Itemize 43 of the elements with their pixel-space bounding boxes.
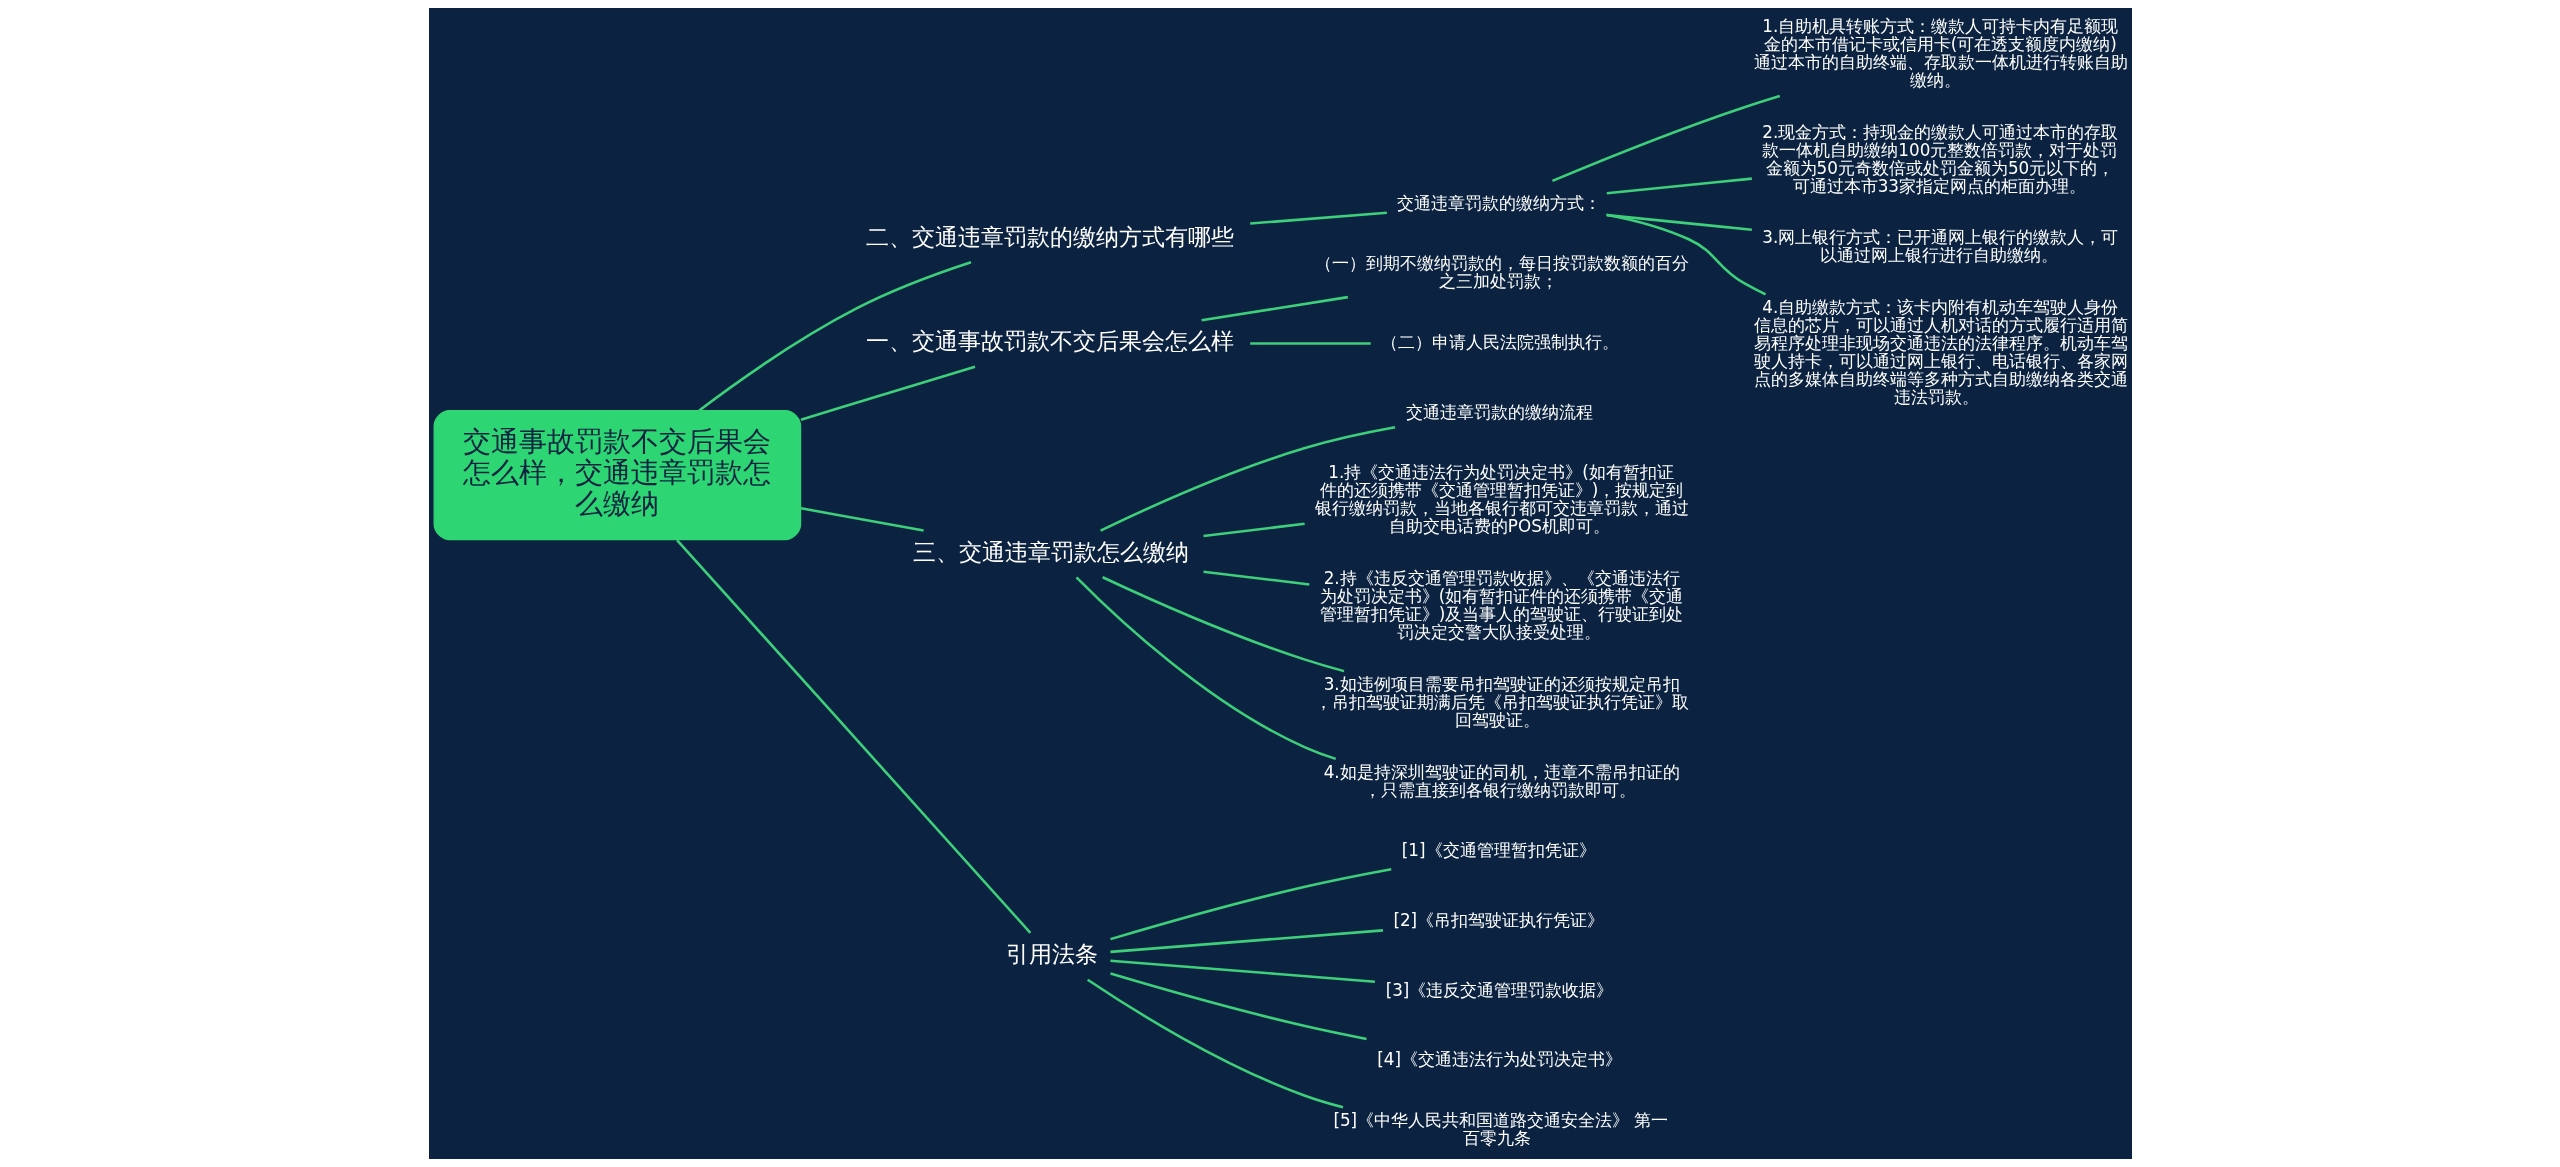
node-text: 二、交通违章罚款的缴纳方式有哪些: [865, 222, 1234, 250]
node-text: [5]《中华人民共和国道路交通安全法》 第一百零九条: [1332, 1109, 1668, 1148]
connector: [1109, 929, 1383, 954]
connector: [800, 507, 924, 532]
connector: [1200, 295, 1348, 322]
connector: [1202, 522, 1305, 538]
node-text: 2.持《违反交通管理罚款收据》、《交通违法行为处罚决定书》(如有暂扣证件的还须携带《交通管理暂扣凭证》)及当事人的驾驶证、行驶证到处罚决定交警大队接受处理。: [1319, 568, 1683, 643]
connector: [1605, 213, 1766, 296]
connector: [1101, 576, 1344, 673]
node-text: 3.网上银行方式：已开通网上银行的缴款人，可以通过网上银行进行自助缴纳。: [1761, 227, 2118, 266]
node-text: 交通违章罚款的缴纳方式：: [1396, 192, 1601, 213]
connector: [1099, 426, 1395, 532]
connector: [697, 261, 971, 412]
node-text: 1.持《交通违法行为处罚决定书》(如有暂扣证件的还须携带《交通管理暂扣凭证》)，按规定到银行缴纳罚款，当地各银行都可交违章罚款，通过自助交电话费的POS机即可。: [1314, 462, 1689, 537]
node-text: 2.现金方式：持现金的缴款人可通过本市的存取款一体机自助缴纳100元整数倍罚款，对于处罚金额为50元奇数倍或处罚金额为50元以下的，可通过本市33家指定网点的柜面办理。: [1761, 121, 2118, 196]
node-text: [2]《吊扣驾驶证执行凭证》: [1392, 909, 1604, 930]
node-text: 引用法条: [1005, 940, 1098, 968]
node-box: 交通事故罚款不交后果会怎么样，交通违章罚款怎么缴纳: [433, 409, 801, 541]
connector: [1086, 978, 1343, 1109]
connector: [1109, 972, 1367, 1041]
node-text: 交通违章罚款的缴纳流程: [1405, 401, 1593, 422]
node-text: 1.自助机具转账方式：缴款人可持卡内有足额现金的本市借记卡或信用卡(可在透支额度内缴纳)通过本市的自助终端、存取款一体机进行转账自助缴纳。: [1753, 15, 2128, 91]
node-text: （二）申请人民法院强制执行。: [1380, 331, 1619, 352]
node-text: [1]《交通管理暂扣凭证》: [1401, 840, 1596, 861]
connector: [800, 365, 975, 421]
connector: [675, 539, 1031, 934]
node-text: 4.如是持深圳驾驶证的司机，违章不需吊扣证的，只需直接到各银行缴纳罚款即可。: [1323, 761, 1680, 800]
connector: [1551, 94, 1780, 183]
node-text: [3]《违反交通管理罚款收据》: [1385, 979, 1613, 1000]
connector: [1249, 342, 1371, 345]
node-text: 三、交通违章罚款怎么缴纳: [912, 537, 1189, 565]
node-text: 3.如违例项目需要吊扣驾驶证的还须按规定吊扣，吊扣驾驶证期满后凭《吊扣驾驶证执行凭证》取回驾驶证。: [1314, 673, 1689, 730]
node-text: 一、交通事故罚款不交后果会怎么样: [865, 327, 1234, 355]
node-text: [4]《交通违法行为处罚决定书》: [1376, 1049, 1622, 1070]
node-text: （一）到期不缴纳罚款的，每日按罚款数额的百分之三加处罚款；: [1314, 253, 1689, 292]
node-text: 4.自助缴款方式：该卡内附有机动车驾驶人身份信息的芯片，可以通过人机对话的方式履行适用简易程序处理非现场交通违法的法律程序。机动车驾驶人持卡，可以通过网上银行、电话银行、各家网点的多媒体自助终端等多种方式自助缴纳各类交通违法罚款。: [1753, 297, 2128, 408]
connector: [1249, 211, 1387, 225]
connector: [1606, 177, 1752, 195]
connector: [1109, 867, 1391, 941]
connector: [1606, 213, 1752, 232]
connector: [1202, 570, 1309, 586]
connector: [1075, 576, 1336, 761]
connector: [1109, 959, 1375, 983]
